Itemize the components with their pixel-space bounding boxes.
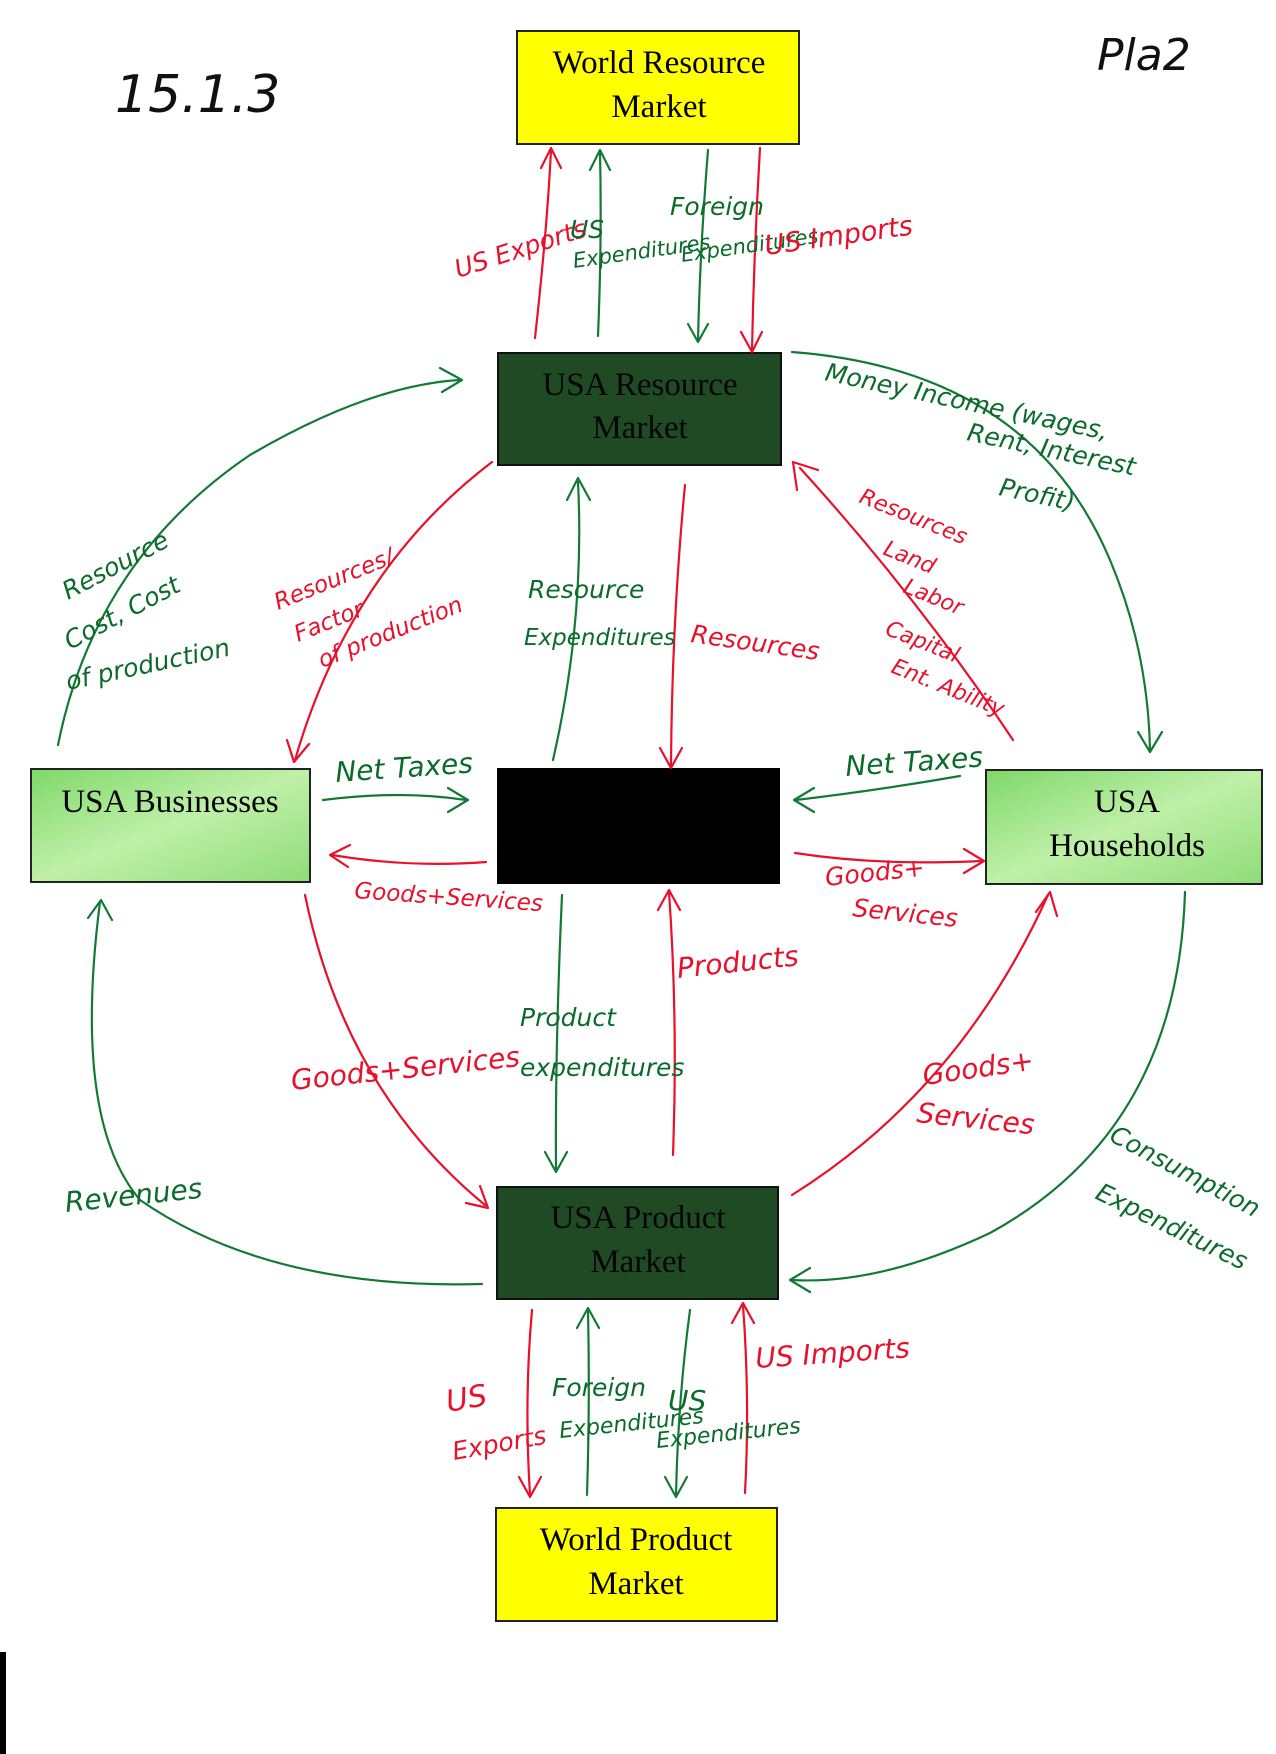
arrow-bottom-us-exports xyxy=(517,1308,543,1499)
usa-households-label-1: USA xyxy=(1094,784,1160,820)
label-resources-land-1: Resources xyxy=(856,484,971,550)
arrow-consumption-expenditures xyxy=(788,890,1187,1294)
world-resource-market-label-1: World Resource xyxy=(553,45,766,81)
world-resource-market-label-2: Market xyxy=(611,89,706,125)
label-products: Products xyxy=(675,939,800,985)
arrow-revenues xyxy=(86,898,484,1286)
label-resources-land-2: Land xyxy=(880,536,940,580)
usa-resource-market-box: USA Resource Market xyxy=(497,352,782,466)
arrow-bottom-foreign-expenditures xyxy=(575,1306,601,1497)
label-resource-expenditures-2: Expenditures xyxy=(524,625,676,651)
label-product-expenditures-2: expenditures xyxy=(520,1053,684,1082)
label-goods-services-lower-left: Goods+Services xyxy=(289,1040,521,1097)
usa-businesses-label: USA Businesses xyxy=(61,784,278,820)
world-resource-market-box: World Resource Market xyxy=(516,30,800,145)
label-bottom-us-expenditures-1: US xyxy=(668,1384,706,1417)
arrow-resource-expenditures xyxy=(551,476,592,762)
usa-households-label-2: Households xyxy=(1049,828,1205,864)
arrow-top-us-expenditures xyxy=(588,148,612,338)
label-top-us-expenditures-1: US xyxy=(570,215,604,244)
label-top-us-imports: US Imports xyxy=(763,210,915,261)
corner-note-left: 15.1.3 xyxy=(115,65,280,125)
usa-businesses-box: USA Businesses xyxy=(30,768,311,883)
label-bottom-us-exports-2: Exports xyxy=(450,1421,548,1466)
label-bottom-us-imports: US Imports xyxy=(754,1331,911,1375)
arrow-bottom-us-imports xyxy=(730,1301,756,1495)
usa-product-market-label-2: Market xyxy=(590,1244,685,1280)
arrow-top-us-exports xyxy=(533,146,563,340)
arrow-resources-factor xyxy=(285,460,494,764)
arrow-top-foreign-expenditures xyxy=(686,148,710,344)
arrow-product-expenditures xyxy=(543,893,569,1174)
arrow-net-taxes-left xyxy=(321,786,470,814)
label-bottom-foreign-1: Foreign xyxy=(552,1373,646,1402)
label-bottom-us-exports-1: US xyxy=(443,1378,489,1420)
label-goods-services-lower-right-1: Goods+ xyxy=(920,1044,1035,1092)
corner-note-right: Pla2 xyxy=(1097,30,1191,81)
scan-edge-mark xyxy=(0,1652,6,1754)
label-resource-expenditures-1: Resource xyxy=(528,575,644,604)
arrow-net-taxes-right xyxy=(792,774,962,814)
label-revenues: Revenues xyxy=(63,1172,203,1219)
label-net-taxes-left: Net Taxes xyxy=(334,746,474,789)
usa-resource-market-label-1: USA Resource xyxy=(542,367,737,403)
world-product-market-label-2: Market xyxy=(588,1566,683,1602)
label-net-taxes-right: Net Taxes xyxy=(844,740,984,783)
arrow-money-income xyxy=(790,350,1164,754)
arrow-resource-cost xyxy=(56,366,464,747)
label-resources-center: Resources xyxy=(689,619,821,666)
arrow-goods-services-left xyxy=(328,843,488,869)
world-product-market-box: World Product Market xyxy=(495,1507,778,1622)
world-product-market-label-1: World Product xyxy=(540,1522,733,1558)
label-resources-land-3: Labor xyxy=(900,574,969,621)
arrow-resources-land-labor xyxy=(791,460,1015,742)
arrow-goods-services-lower-right xyxy=(790,890,1059,1197)
arrow-products xyxy=(656,888,682,1157)
usa-households-box: USA Households xyxy=(985,769,1263,885)
label-top-foreign-1: Foreign xyxy=(670,192,764,221)
usa-product-market-box: USA Product Market xyxy=(496,1186,779,1300)
arrow-goods-services-lower-left xyxy=(303,893,490,1210)
arrow-resources-center xyxy=(658,483,687,770)
label-money-income-3: Profit) xyxy=(997,473,1078,517)
usa-resource-market-label-2: Market xyxy=(592,410,687,446)
arrow-bottom-us-expenditures xyxy=(663,1308,692,1499)
label-goods-services-right-2: Services xyxy=(851,893,959,933)
usa-product-market-label-1: USA Product xyxy=(550,1200,725,1236)
label-goods-services-lower-right-2: Services xyxy=(915,1096,1036,1141)
arrow-goods-services-right xyxy=(793,847,986,875)
arrow-top-us-imports xyxy=(739,146,764,354)
redacted-center-box xyxy=(497,768,780,884)
label-product-expenditures-1: Product xyxy=(520,1003,617,1032)
